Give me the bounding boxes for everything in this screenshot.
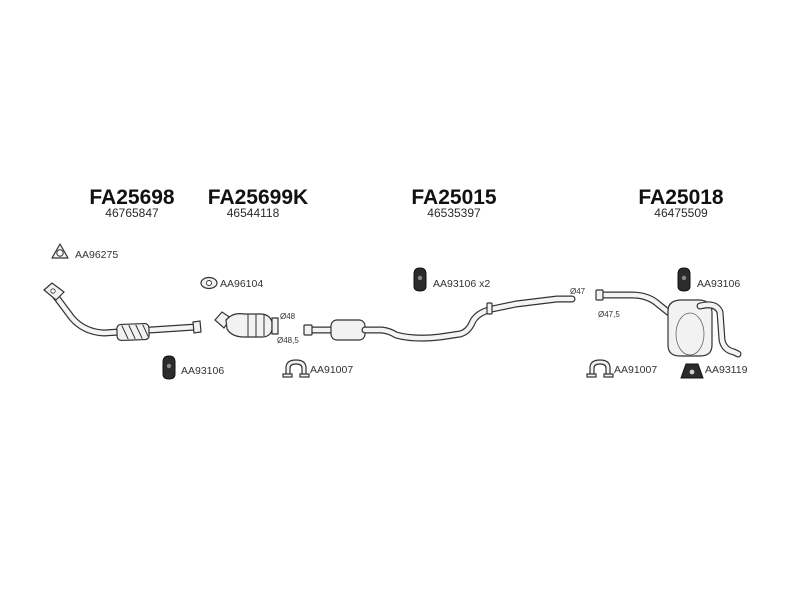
rear-bracket-icon <box>680 363 704 379</box>
rear-silencer-icon <box>595 289 742 358</box>
middle-inlet-diameter: Ø48,5 <box>277 336 299 345</box>
rear-silencer-part-number: FA25018 <box>638 186 724 209</box>
front-gasket-label: AA96275 <box>75 249 118 261</box>
front-rubber-hanger-icon <box>162 355 176 380</box>
catalyst-gasket-icon <box>200 276 218 290</box>
middle-silencer-oem-number: 46535397 <box>427 206 481 220</box>
middle-silencer-icon <box>303 295 576 342</box>
catalytic-converter-oem-number: 46544118 <box>227 206 280 220</box>
middle-outlet-diameter: Ø47 <box>570 287 586 296</box>
rear-bracket-label: AA93119 <box>705 364 748 376</box>
front-pipe-icon <box>43 282 202 342</box>
middle-rubber-hanger-icon <box>413 267 427 292</box>
catalyst-gasket-label: AA96104 <box>220 278 263 290</box>
front-clamp-label: AA91007 <box>310 364 353 376</box>
rear-rubber-hanger-icon <box>677 267 691 292</box>
rear-hanger-label: AA93106 <box>697 278 740 290</box>
catalytic-converter-part-number: FA25699K <box>208 186 308 209</box>
middle-silencer-part-number: FA25015 <box>411 186 497 209</box>
catalytic-converter-icon <box>214 311 279 338</box>
front-gasket-icon <box>51 243 69 259</box>
middle-hanger-label: AA93106 x2 <box>433 278 490 290</box>
front-pipe-oem-number: 46765847 <box>105 206 159 220</box>
rear-inlet-diameter: Ø47,5 <box>598 310 620 319</box>
front-pipe-part-number: FA25698 <box>89 186 175 209</box>
rear-pipe-clamp-icon <box>586 359 614 378</box>
rear-silencer-oem-number: 46475509 <box>654 206 708 220</box>
front-hanger-label: AA93106 <box>181 365 224 377</box>
front-pipe-clamp-icon <box>282 359 310 378</box>
catalyst-outlet-diameter: Ø48 <box>280 312 296 321</box>
rear-clamp-label: AA91007 <box>614 364 657 376</box>
